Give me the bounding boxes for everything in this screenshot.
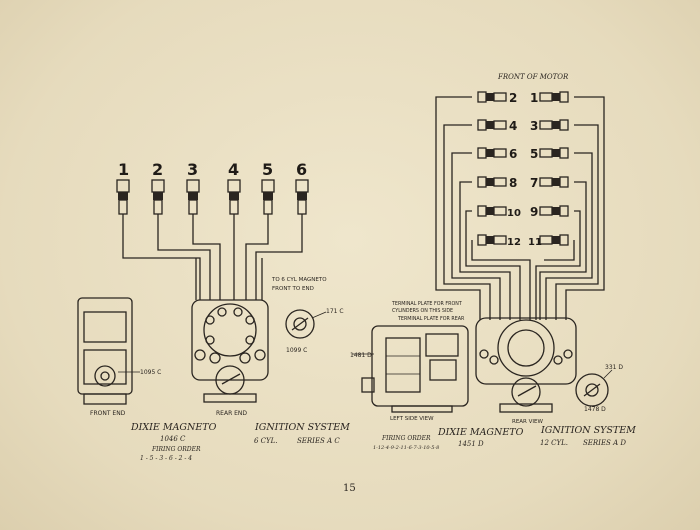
magneto-rear-view: [475, 317, 577, 413]
plug-number-6: 6: [509, 147, 517, 161]
plug-number-2: 2: [509, 91, 517, 105]
right-series: SERIES A D: [583, 439, 626, 447]
spark-plug-pairs-right: [477, 91, 569, 246]
left-series: SERIES A C: [297, 437, 340, 445]
spark-plug-row-left: [116, 179, 309, 220]
left-ignition-title: IGNITION SYSTEM: [254, 422, 350, 433]
magneto-front-end: [77, 297, 140, 405]
plug-number-12: 12: [507, 237, 521, 248]
distributor-detail-right: [575, 369, 613, 407]
note-line-1: TO 6 CYL MAGNETO: [271, 277, 327, 283]
right-title: DIXIE MAGNETO: [437, 427, 524, 438]
plug-number-7: 7: [530, 176, 538, 190]
plug-number-4: 4: [509, 119, 517, 133]
plug-number-1: 1: [118, 160, 129, 179]
part-1478d: 1478 D: [584, 406, 606, 413]
right-note-line-3: TERMINAL PLATE FOR REAR: [397, 316, 465, 322]
right-model: 1451 D: [458, 440, 484, 448]
plug-number-9: 9: [530, 205, 538, 219]
right-firing-order: 1-12-4-9-2-11-6-7-3-10-5-8: [373, 445, 439, 451]
distributor-detail: [285, 309, 327, 339]
left-cylinders: 6 CYL.: [254, 437, 278, 445]
left-firing-order: 1 - 5 - 3 - 6 - 2 - 4: [140, 455, 192, 462]
left-side-view-label: LEFT SIDE VIEW: [390, 416, 434, 422]
plug-number-6: 6: [296, 160, 307, 179]
plug-number-2: 2: [152, 160, 163, 179]
part-1095c: 1095 C: [140, 369, 161, 376]
magneto-rear-end: [191, 299, 269, 403]
part-331d: 331 D: [605, 364, 623, 371]
part-1099c: 1099 C: [286, 347, 307, 354]
plug-number-10: 10: [507, 208, 521, 219]
part-1481d: 1481 D: [350, 352, 372, 359]
right-firing-order-label: FIRING ORDER: [381, 435, 431, 442]
left-model: 1046 C: [160, 435, 186, 443]
front-of-motor-label: FRONT OF MOTOR: [497, 73, 569, 81]
part-171c: 171 C: [326, 308, 344, 315]
right-note-line-1: TERMINAL PLATE FOR FRONT: [391, 301, 462, 307]
note-line-2: FRONT TO END: [272, 286, 314, 292]
plug-number-1: 1: [530, 91, 538, 105]
right-note-line-2: CYLINDERS ON THIS SIDE: [392, 308, 453, 314]
front-end-label: FRONT END: [90, 410, 126, 417]
page-number: 15: [343, 483, 356, 494]
left-firing-order-label: FIRING ORDER: [151, 446, 201, 453]
plug-number-3: 3: [530, 119, 538, 133]
right-ignition-title: IGNITION SYSTEM: [540, 425, 636, 436]
plug-number-5: 5: [262, 160, 273, 179]
plug-number-3: 3: [187, 160, 198, 179]
plug-number-4: 4: [228, 160, 239, 179]
right-cylinders: 12 CYL.: [540, 439, 568, 447]
rear-view-label: REAR VIEW: [512, 419, 543, 425]
ignition-wires-left: [122, 220, 303, 300]
plug-number-11: 11: [528, 237, 542, 248]
magneto-left-side-view: [352, 325, 469, 413]
left-title: DIXIE MAGNETO: [130, 422, 217, 433]
rear-end-label: REAR END: [216, 410, 247, 417]
plug-number-5: 5: [530, 147, 538, 161]
plug-number-8: 8: [509, 176, 517, 190]
ignition-wires-right: [435, 96, 605, 320]
